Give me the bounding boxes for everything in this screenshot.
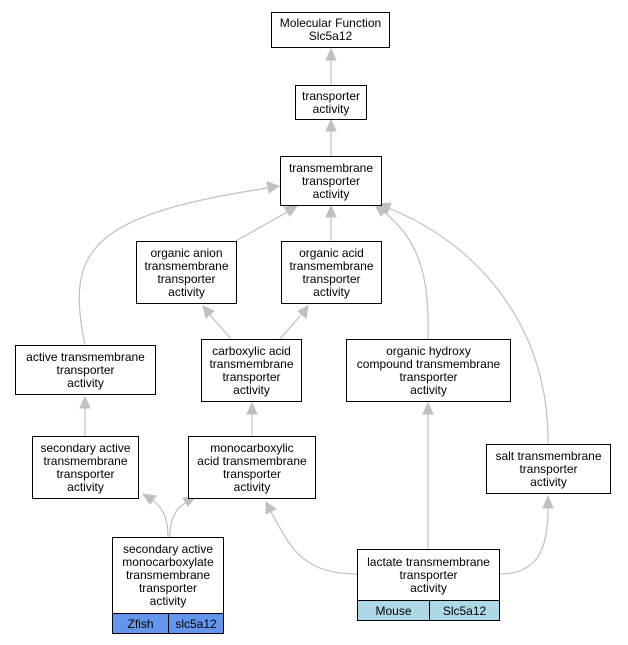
edge-arrowhead [325,204,337,218]
edge-arrowhead [325,47,337,61]
annotation-zfish-gene: slc5a12 [168,613,224,634]
edge-carboxylic-to-organic-anion [209,314,232,340]
edge-lactate-to-salt [499,507,549,575]
annotation-zfish-species: Zfish [112,613,169,634]
edge-arrowhead [297,305,309,319]
node-lactate-transmembrane[interactable]: lactate transmembrane transporter activi… [357,549,500,601]
edge-sam-to-secondary-active [151,499,169,538]
edge-arrowhead [79,395,91,409]
edge-arrowhead [265,501,277,515]
edge-arrowhead [422,401,434,415]
node-organic-anion[interactable]: organic anion transmembrane transporter … [136,241,237,304]
node-secondary-active-monocarboxylate[interactable]: secondary active monocarboxylate transme… [112,537,224,614]
edge-arrowhead [246,401,258,415]
edge-organic-anion-to-tm [235,210,290,242]
annotation-mouse-gene: Slc5a12 [429,600,500,621]
node-organic-hydroxy[interactable]: organic hydroxy compound transmembrane t… [346,339,511,402]
annotation-mouse-species: Mouse [357,600,430,621]
node-carboxylic-acid[interactable]: carboxylic acid transmembrane transporte… [201,339,302,402]
node-active-transmembrane[interactable]: active transmembrane transporter activit… [15,345,156,395]
node-molecular-function[interactable]: Molecular Function Slc5a12 [271,12,390,48]
node-monocarboxylic-acid[interactable]: monocarboxylic acid transmembrane transp… [188,436,316,499]
edge-arrowhead [325,118,337,132]
node-secondary-active[interactable]: secondary active transmembrane transport… [32,436,139,499]
edge-salt-to-tm [387,207,549,446]
node-organic-acid[interactable]: organic acid transmembrane transporter a… [281,241,382,304]
edge-organic-hydroxy-to-tm [383,211,429,340]
edge-arrowhead [202,305,215,319]
edge-arrowhead [266,181,281,194]
edge-lactate-to-monocarboxylic [270,511,358,575]
edge-active-tm-to-tm [78,187,269,346]
node-transmembrane-transporter-activity[interactable]: transmembrane transporter activity [280,156,382,206]
node-salt-transmembrane[interactable]: salt transmembrane transporter activity [486,444,611,494]
edge-arrowhead [542,494,554,509]
node-transporter-activity[interactable]: transporter activity [295,85,367,120]
edge-arrowhead [141,493,157,505]
edge-sam-to-monocarboxylic [169,501,188,538]
edge-arrowhead [283,205,299,217]
edge-carboxylic-to-organic-acid [279,314,302,340]
